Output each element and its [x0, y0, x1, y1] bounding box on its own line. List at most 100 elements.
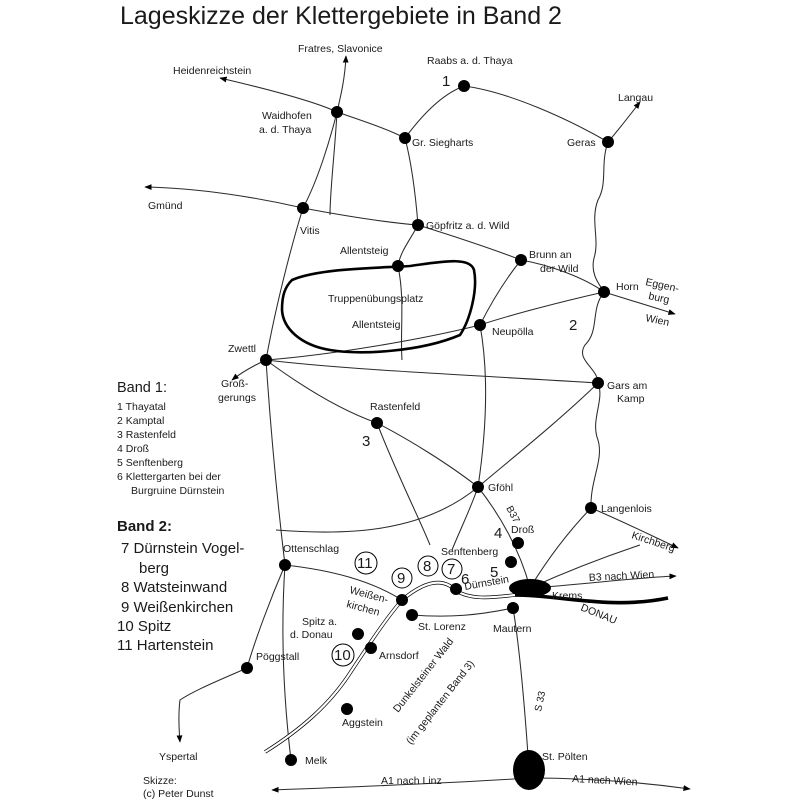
map-title: Lageskizze der Klettergebiete in Band 2 [120, 2, 562, 30]
label-gfoehl: Gföhl [488, 482, 513, 494]
marker-8: 8 [423, 558, 431, 575]
circle-marker-7 [441, 558, 463, 580]
legend1-item: 4 Droß [117, 443, 149, 455]
label-donau: DONAU [579, 602, 619, 627]
town-dot-ottenschlag [279, 559, 291, 571]
label-s33: S 33 [533, 690, 548, 713]
town-dot-gfoehl [472, 481, 484, 493]
label-spitz-1: Spitz a. [302, 616, 337, 628]
town-dot-langenlois [585, 502, 597, 514]
legend2-item: 11 Hartenstein [117, 637, 213, 654]
marker-2: 2 [569, 317, 577, 334]
town-markers [241, 80, 614, 790]
town-dot-krems [509, 579, 551, 597]
label-siegharts: Gr. Siegharts [412, 137, 473, 149]
label-gars-2: Kamp [617, 393, 645, 405]
label-aggstein: Aggstein [342, 717, 383, 729]
marker-9: 9 [397, 570, 405, 587]
town-dot-melk [285, 754, 297, 766]
label-krems: Krems [552, 590, 582, 602]
label-grossgerungs-1: Groß- [221, 378, 249, 390]
label-mautern: Mautern [493, 623, 532, 635]
label-grossgerungs-2: gerungs [218, 392, 256, 404]
label-senftenberg: Senftenberg [441, 546, 498, 558]
town-dot-waidhofen [331, 106, 343, 118]
marker-1: 1 [442, 73, 450, 90]
label-fratres: Fratres, Slavonice [298, 43, 383, 55]
town-dot-spitz [352, 628, 364, 640]
label-kirchberg: Kirchberg [630, 529, 677, 554]
town-dot-zwettl [260, 354, 272, 366]
town-dot-arnsdorf [365, 642, 377, 654]
label-brunn-1: Brunn an [529, 249, 572, 261]
circle-marker-10 [331, 643, 355, 667]
label-zwettl: Zwettl [228, 343, 256, 355]
marker-3: 3 [362, 433, 370, 450]
label-a1-linz: A1 nach Linz [381, 775, 442, 787]
legend2-item: 9 Weißenkirchen [121, 599, 233, 616]
town-dot-dross [512, 537, 524, 549]
sketch-credit: Skizze: (c) Peter Dunst [143, 775, 214, 800]
label-b3: B3 nach Wien [589, 569, 655, 584]
town-dot-rastenfeld [371, 417, 383, 429]
label-ottenschlag: Ottenschlag [283, 543, 339, 555]
label-gars-1: Gars am [607, 380, 648, 392]
label-gmuend: Gmünd [148, 200, 183, 212]
label-truppen-allentsteig: Allentsteig [352, 319, 401, 331]
legend1-item: 2 Kamptal [117, 415, 164, 427]
legend1-item: 5 Senftenberg [117, 457, 183, 469]
label-b37: B37 [503, 504, 521, 525]
label-neupoella: Neupölla [492, 326, 534, 338]
town-dot-geras [602, 136, 614, 148]
legend1-item: 1 Thayatal [117, 401, 166, 413]
label-waidhofen-1: Waidhofen [262, 110, 312, 122]
label-raabs: Raabs a. d. Thaya [427, 55, 513, 67]
label-st-poelten: St. Pölten [542, 751, 588, 763]
label-rastenfeld: Rastenfeld [370, 401, 420, 413]
marker-4: 4 [494, 525, 502, 542]
circle-marker-11 [354, 551, 378, 575]
legend2-item: 10 Spitz [117, 618, 171, 635]
area-numbers: 1 2 3 4 5 6 7 8 9 10 11 [334, 73, 577, 664]
label-arnsdorf: Arnsdorf [379, 650, 419, 662]
marker-6: 6 [461, 571, 469, 588]
label-heidenreichstein: Heidenreichstein [173, 65, 251, 77]
label-a1-wien: A1 nach Wien [572, 773, 638, 788]
legend2-item: 8 Watsteinwand [121, 579, 227, 596]
town-dot-vitis [297, 202, 309, 214]
town-dot-allentsteig [392, 260, 404, 272]
town-dot-duernstein [450, 583, 462, 595]
town-dot-brunn [515, 254, 527, 266]
label-eggenburg-2: burg [647, 290, 670, 306]
label-langenlois: Langenlois [601, 503, 652, 515]
legend1-item: Burgruine Dürnstein [131, 485, 225, 497]
label-lorenz: St. Lorenz [418, 621, 466, 633]
legend1-item: 6 Klettergarten bei der [117, 471, 221, 483]
town-dot-senftenberg [505, 556, 517, 568]
label-poeggstall: Pöggstall [256, 651, 299, 663]
label-wien-horn: Wien [644, 312, 670, 329]
label-dross: Droß [511, 524, 534, 536]
credit-line-2: (c) Peter Dunst [143, 788, 214, 800]
label-melk: Melk [305, 755, 328, 767]
danube-river [264, 580, 669, 754]
circle-marker-9 [391, 567, 413, 589]
label-langau: Langau [618, 92, 653, 104]
town-dot-poeggstall [241, 662, 253, 674]
credit-line-1: Skizze: [143, 775, 177, 787]
town-dot-siegharts [399, 132, 411, 144]
legend-band-2: Band 2: 7 Dürnstein Vogel- berg 8 Watste… [117, 518, 244, 654]
label-goepfritz: Göpfritz a. d. Wild [426, 220, 510, 232]
town-dot-goepfritz [412, 219, 424, 231]
label-duernstein: Dürnstein [463, 573, 509, 593]
marker-7: 7 [447, 561, 455, 578]
town-dot-horn [598, 286, 610, 298]
town-dot-raabs [458, 80, 470, 92]
legend1-heading: Band 1: [117, 380, 167, 396]
town-dot-mautern [507, 602, 519, 614]
training-area-outline [280, 259, 477, 354]
town-dot-gars [592, 377, 604, 389]
legend2-item: berg [139, 560, 169, 577]
legend2-heading: Band 2: [117, 518, 172, 535]
